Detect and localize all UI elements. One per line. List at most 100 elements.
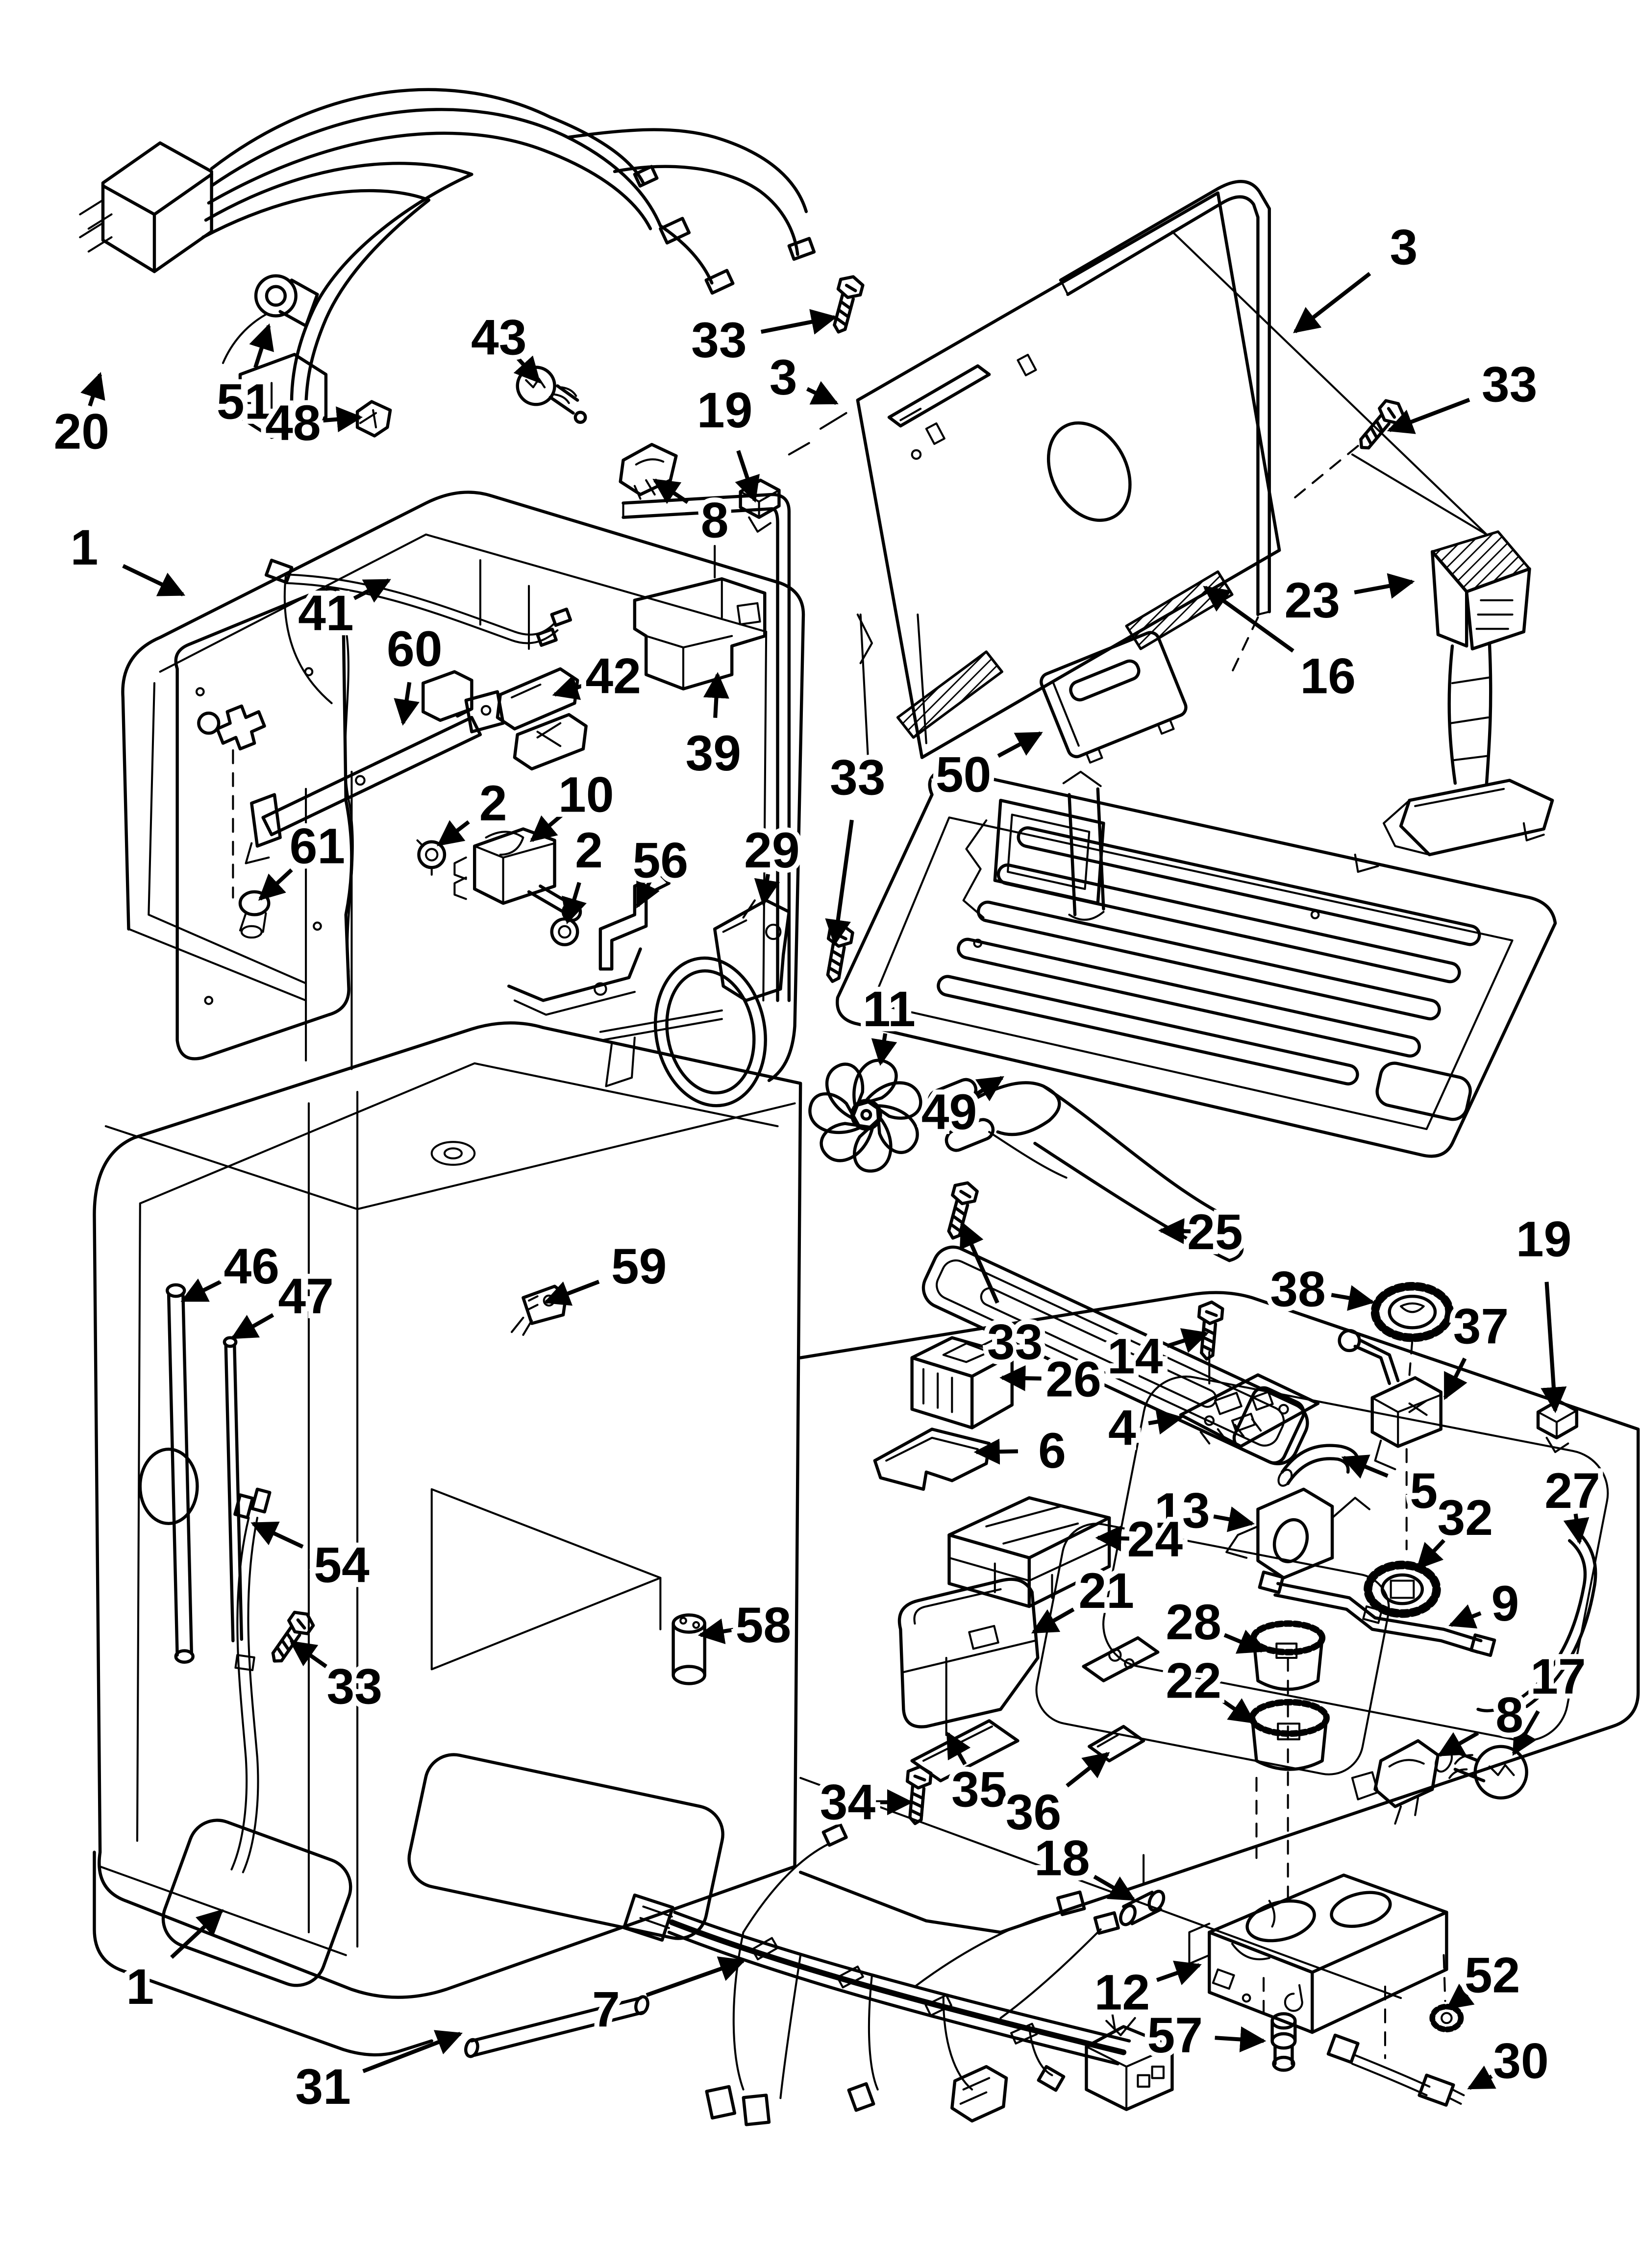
callout-arrow [946, 1731, 971, 1766]
callout-label: 61 [290, 818, 346, 874]
callout-arrow [1219, 1698, 1256, 1724]
screw-33-top [827, 274, 864, 335]
callout-label: 18 [1034, 1830, 1090, 1886]
callout-label: 4 [1108, 1400, 1136, 1455]
panel-trim-3 [1059, 180, 1488, 673]
callout-arrow [997, 731, 1043, 758]
callout-arrow [1437, 1731, 1479, 1757]
callout-label: 3 [1390, 220, 1417, 275]
callout-arrow [80, 372, 105, 407]
vent-grille-16 [1125, 570, 1234, 650]
callout-label: 8 [1495, 1687, 1523, 1743]
callout-60: 60 [382, 616, 448, 726]
callout-43: 43 [466, 304, 541, 384]
callout-label: 41 [298, 585, 354, 641]
callout-arrow [250, 1522, 304, 1549]
callout-33: 33 [686, 307, 838, 373]
callout-arrow [1066, 1752, 1110, 1788]
callout-label: 9 [1492, 1576, 1519, 1631]
callout-label: 13 [1154, 1483, 1210, 1539]
callout-label: 37 [1453, 1298, 1509, 1354]
callout-label: 54 [314, 1537, 370, 1593]
callout-arrow [249, 323, 274, 369]
callout-label: 35 [951, 1761, 1007, 1817]
callout-arrow [170, 1909, 224, 1959]
callout-label: 6 [1038, 1423, 1066, 1479]
callout-label: 59 [611, 1238, 667, 1294]
callout-arrow [1443, 1357, 1467, 1400]
tube-loop [138, 1447, 199, 1526]
callout-arrow [1156, 1960, 1202, 1985]
callout-32: 32 [1416, 1485, 1498, 1570]
callout-arrow [1148, 1408, 1184, 1435]
mold-heater-9 [1258, 1570, 1496, 1657]
callout-26: 26 [999, 1346, 1106, 1412]
grommet-2b [550, 917, 579, 946]
callout-label: 19 [1516, 1211, 1572, 1267]
callout-label: 8 [701, 493, 729, 548]
callout-label: 5 [1410, 1463, 1438, 1519]
callout-label: 43 [471, 309, 527, 365]
callout-arrow [1387, 397, 1470, 434]
callout-arrow [735, 450, 760, 503]
callout-arrow [1467, 2066, 1499, 2090]
clip-48 [355, 400, 392, 438]
callout-label: 24 [1127, 1511, 1183, 1567]
callout-arrow [437, 820, 470, 846]
callout-58: 58 [697, 1592, 796, 1658]
callout-arrow [806, 381, 839, 405]
callout-arrow [999, 1365, 1042, 1391]
callout-arrow [562, 882, 587, 925]
water-tube-27 [1476, 1530, 1597, 1712]
jumper-wire-30 [1326, 2033, 1465, 2107]
callout-arrow [825, 819, 854, 946]
callout-arrow [1093, 1874, 1136, 1901]
callout-label: 25 [1187, 1204, 1243, 1260]
plug-57 [1270, 2012, 1297, 2072]
air-tower-23 [1354, 530, 1554, 873]
callout-label: 32 [1438, 1490, 1493, 1546]
callout-arrow [552, 675, 588, 700]
callout-label: 39 [686, 725, 742, 781]
callout-label: 1 [71, 519, 99, 575]
callout-30: 30 [1467, 2028, 1554, 2094]
ejector-lever-13 [1225, 1487, 1370, 1579]
callout-label: 36 [1006, 1784, 1062, 1840]
callout-19: 19 [692, 377, 760, 503]
callout-label: 58 [736, 1597, 792, 1653]
callout-arrow [959, 1221, 999, 1304]
callout-17: 17 [1512, 1644, 1591, 1756]
vent-grille-lower [896, 650, 1004, 739]
callout-33: 33 [959, 1221, 1048, 1375]
callout-label: 31 [295, 2059, 351, 2115]
callout-label: 10 [558, 767, 614, 823]
axis-line [1294, 444, 1359, 498]
callout-label: 50 [936, 747, 992, 803]
callout-label: 57 [1147, 2007, 1203, 2063]
callout-3: 3 [765, 345, 839, 410]
support-cup-28 [1250, 1620, 1326, 1691]
callout-48: 48 [260, 390, 363, 456]
wiring-harness-freezer [79, 88, 816, 439]
callout-4: 4 [1103, 1395, 1184, 1461]
callout-31: 31 [290, 2030, 463, 2120]
callout-arrow [394, 682, 420, 726]
screw-34 [904, 1766, 932, 1824]
plug-button-61 [238, 890, 271, 939]
callout-label: 2 [575, 822, 603, 878]
fan-mount-bracket-49 [927, 1078, 1244, 1262]
gear-clip-52 [1429, 2003, 1464, 2033]
callout-20: 20 [49, 372, 114, 465]
callout-18: 18 [1029, 1825, 1136, 1901]
callout-19: 19 [1511, 1206, 1577, 1413]
access-panel-50 [1040, 631, 1188, 764]
callout-arrow [1223, 1629, 1265, 1654]
callout-label: 22 [1166, 1653, 1221, 1709]
callout-arrow [230, 1313, 274, 1340]
drive-cup-22 [1249, 1699, 1330, 1771]
callout-arrow [971, 1076, 1004, 1102]
callout-label: 46 [224, 1238, 280, 1294]
callout-label: 7 [592, 1981, 620, 2037]
